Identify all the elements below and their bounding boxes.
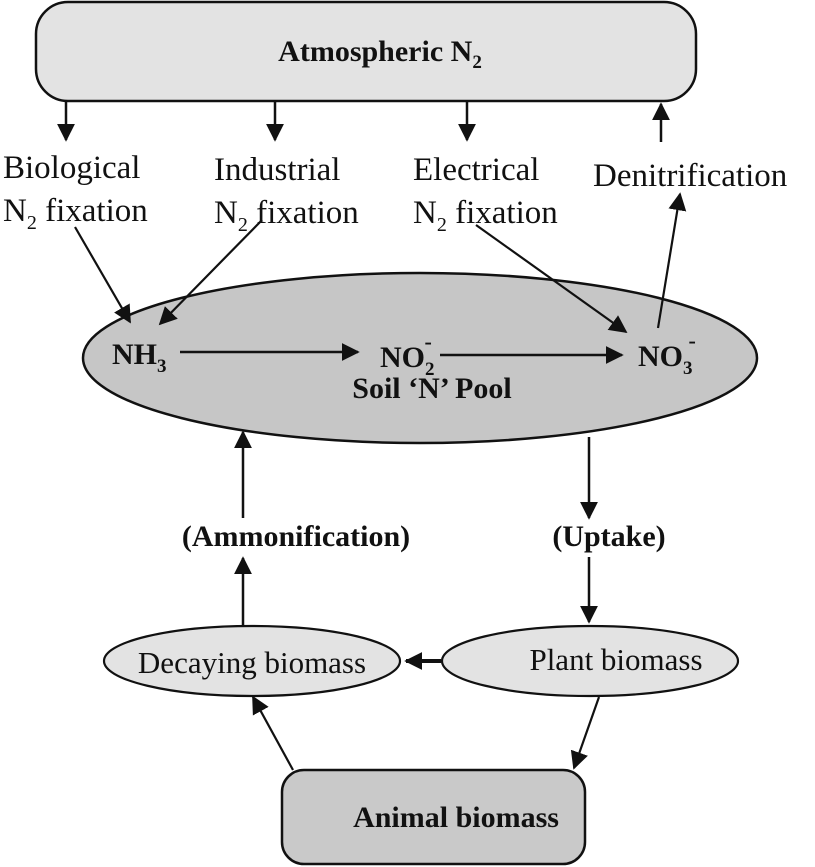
soil-n-pool-label: Soil ‘N’ Pool <box>352 372 511 405</box>
atmospheric-n2-label: Atmospheric N2 <box>278 35 482 73</box>
arrow-industrial-to-nh3 <box>158 219 263 326</box>
biological-fixation-label: Biological <box>3 150 140 186</box>
electrical-n2-fixation: N2 fixation <box>413 195 558 236</box>
decaying-biomass-label: Decaying biomass <box>138 645 366 680</box>
plant-biomass-ellipse <box>440 624 740 698</box>
soil-n-pool-ellipse <box>81 271 759 445</box>
arrow-biological-to-nh3 <box>74 226 131 324</box>
biological-n2-fixation: N2 fixation <box>3 193 148 234</box>
arrow-electrical-to-no3 <box>475 224 628 334</box>
nh3-label: NH3 <box>112 338 167 377</box>
no2-label: NO2- <box>380 329 435 380</box>
ammonification-label: (Ammonification) <box>182 520 410 553</box>
decaying-biomass-ellipse <box>102 624 402 698</box>
denitrification-label: Denitrification <box>593 158 787 194</box>
industrial-fixation-label: Industrial <box>214 152 340 188</box>
atmospheric-n2-box <box>34 0 698 103</box>
arrow-no3-to-denitrification <box>656 192 687 329</box>
arrow-plant-to-animal <box>570 696 601 770</box>
animal-biomass-label: Animal biomass <box>353 801 559 834</box>
uptake-label: (Uptake) <box>552 520 665 553</box>
animal-biomass-box <box>280 768 587 866</box>
no3-label: NO3- <box>638 328 696 379</box>
industrial-n2-fixation: N2 fixation <box>214 195 359 236</box>
plant-biomass-label: Plant biomass <box>529 642 702 677</box>
electrical-fixation-label: Electrical <box>413 152 539 188</box>
arrow-animal-to-decaying <box>252 695 294 771</box>
